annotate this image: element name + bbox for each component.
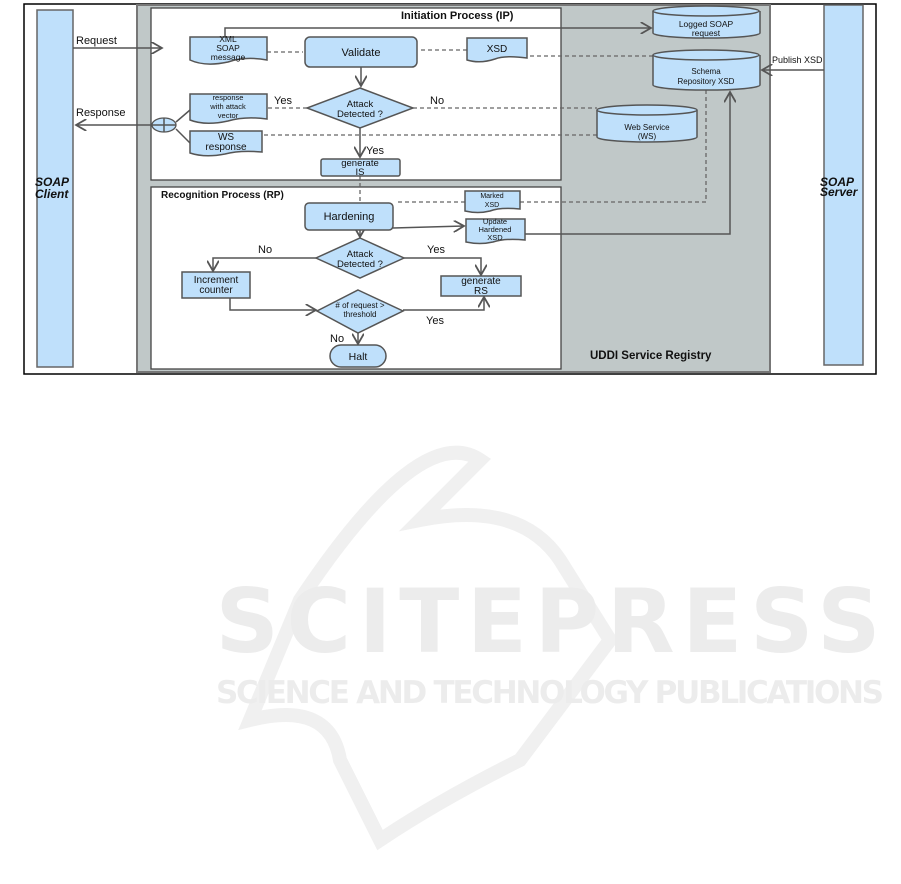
halt-terminal <box>329 344 387 368</box>
book-logo-icon <box>238 445 619 851</box>
yes-label: Yes <box>427 244 445 256</box>
no-label: No <box>258 244 272 256</box>
validate-step <box>304 36 418 68</box>
edge <box>175 109 191 123</box>
validate-label: Validate <box>342 47 381 59</box>
threshold-label: # of request >threshold <box>335 301 384 319</box>
no-label: No <box>430 95 444 107</box>
ip-title: Initiation Process (IP) <box>401 10 514 22</box>
threshold-decision <box>315 289 405 334</box>
edge <box>213 257 316 271</box>
edge <box>520 90 707 203</box>
watermark-subtitle: SCIENCE AND TECHNOLOGY PUBLICATIONS <box>216 675 884 711</box>
log-request-arrow <box>224 28 651 37</box>
no-label: No <box>330 333 344 345</box>
update-xsd-arrow <box>525 92 730 235</box>
xml-soap-message-doc <box>189 36 268 65</box>
xsd-doc <box>466 37 528 63</box>
svg-text:Web Service(WS): Web Service(WS) <box>624 123 670 141</box>
hardening-label: Hardening <box>324 211 375 223</box>
ws-response-doc <box>189 130 263 157</box>
ip-attack-decision <box>304 87 416 129</box>
soap-server-lane <box>823 4 864 366</box>
rp-attack-decision <box>314 237 406 279</box>
edge <box>392 226 464 228</box>
edge <box>175 128 191 144</box>
merge-plus-icon <box>152 118 176 132</box>
response-label: Response <box>76 107 126 119</box>
marked-xsd-doc <box>464 190 521 214</box>
edge <box>404 257 481 275</box>
edge <box>403 297 484 311</box>
rp-title: Recognition Process (RP) <box>161 190 284 201</box>
hardening-step <box>304 202 394 231</box>
request-label: Request <box>76 35 117 47</box>
halt-label: Halt <box>349 351 368 363</box>
watermark: SCITEPRESS SCIENCE AND TECHNOLOGY PUBLIC… <box>216 445 884 851</box>
xsd-label: XSD <box>487 44 508 55</box>
soap-client-lane <box>36 9 74 368</box>
yes-label: Yes <box>426 315 444 327</box>
generate-is-step <box>320 158 401 177</box>
update-hardened-xsd-doc <box>465 218 526 245</box>
increment-counter-step <box>181 271 251 299</box>
response-attack-vector-doc <box>189 93 268 124</box>
publish-xsd-label: Publish XSD <box>772 55 823 65</box>
web-service-store: Web Service(WS) <box>596 104 698 143</box>
yes-label: Yes <box>366 145 384 157</box>
generate-rs-step <box>440 275 522 297</box>
edge <box>229 298 316 310</box>
registry-label: UDDI Service Registry <box>590 350 712 362</box>
watermark-title: SCITEPRESS <box>216 570 881 673</box>
yes-label: Yes <box>274 95 292 107</box>
